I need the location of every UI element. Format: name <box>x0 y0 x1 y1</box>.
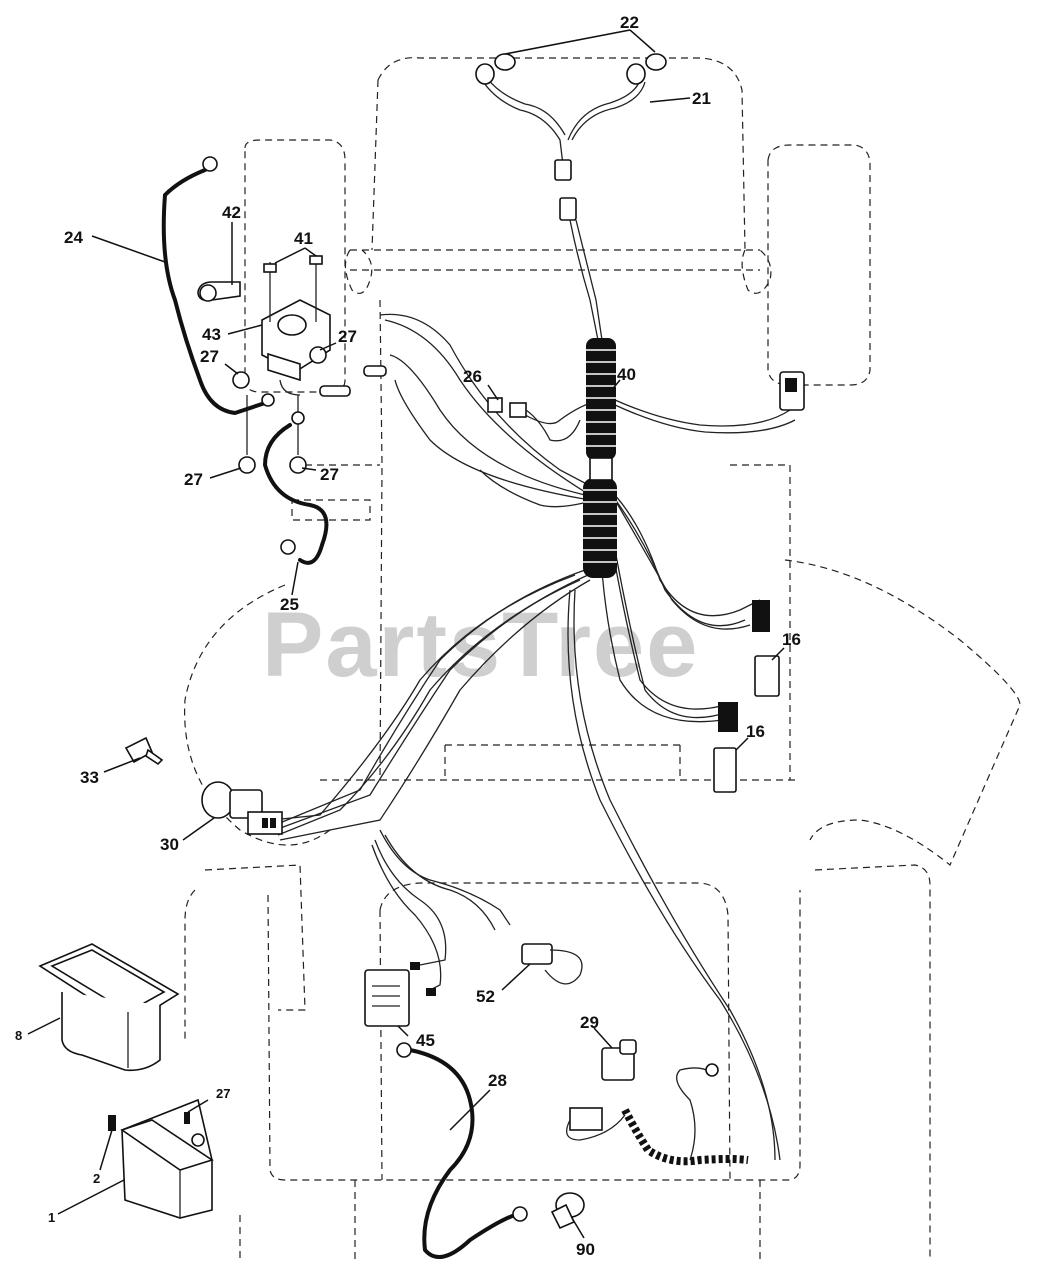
switch-29 <box>601 1047 635 1081</box>
nut-27d <box>289 456 307 474</box>
callout-22: 22 <box>620 13 639 32</box>
seat-switch-connectors <box>713 600 780 793</box>
cable-28-terminal-bottom <box>512 1206 528 1222</box>
tractor-outline <box>184 57 1021 1260</box>
nut-27c <box>238 456 256 474</box>
pto-switch <box>566 1039 749 1166</box>
harness-headlight-connector <box>559 197 577 221</box>
nut-27a <box>309 346 327 364</box>
nut-27b <box>232 371 250 389</box>
callout-27-solenoid: 27 <box>338 327 357 346</box>
battery <box>108 1098 214 1219</box>
callout-1: 1 <box>48 1210 55 1225</box>
callout-27-left-nut: 27 <box>200 347 219 366</box>
callout-24: 24 <box>64 228 83 247</box>
battery-cables <box>161 156 329 565</box>
callout-26: 26 <box>463 367 482 386</box>
headlight-harness <box>475 53 667 221</box>
leader-lines <box>27 29 785 1239</box>
callout-90: 90 <box>576 1240 595 1259</box>
boot-90 <box>550 1192 585 1230</box>
callout-25: 25 <box>280 595 299 614</box>
callout-27-lower-right: 27 <box>320 465 339 484</box>
callout-16-lower: 16 <box>746 722 765 741</box>
pto-connector <box>779 371 805 411</box>
cable-28-terminal-top <box>396 1042 412 1058</box>
callout-28: 28 <box>488 1071 507 1090</box>
solenoid-assembly <box>197 255 387 474</box>
callout-40: 40 <box>617 365 636 384</box>
headlight-bulb-left <box>475 63 495 85</box>
headlight-connector <box>554 159 572 181</box>
callout-45: 45 <box>416 1031 435 1050</box>
callout-29: 29 <box>580 1013 599 1032</box>
bolt-2 <box>108 1115 116 1131</box>
connector-16-lower <box>713 747 737 793</box>
harness-conduit <box>583 338 617 578</box>
callout-33: 33 <box>80 768 99 787</box>
module-45-body <box>364 969 410 1027</box>
callout-52: 52 <box>476 987 495 1006</box>
fuse-52 <box>521 943 583 985</box>
callout-30: 30 <box>160 835 179 854</box>
headlight-bulb-right <box>626 63 646 85</box>
cable-25-terminal <box>280 539 296 555</box>
callout-27-battery: 27 <box>216 1086 230 1101</box>
cable-24-terminal <box>202 156 218 172</box>
switch-29-connector <box>569 1107 603 1131</box>
callout-42: 42 <box>222 203 241 222</box>
callout-41: 41 <box>294 229 313 248</box>
connector-16-upper <box>754 655 780 697</box>
callout-21: 21 <box>692 89 711 108</box>
nut-27e <box>184 1112 190 1124</box>
callout-2: 2 <box>93 1171 100 1186</box>
ignition-parts <box>124 736 283 835</box>
callout-8: 8 <box>15 1028 22 1043</box>
callout-43: 43 <box>202 325 221 344</box>
callout-27-lower-left: 27 <box>184 470 203 489</box>
connector-26 <box>487 397 581 442</box>
module-45 <box>364 962 528 1260</box>
headlight-socket-right <box>645 53 667 71</box>
headlight-socket-left <box>494 53 516 71</box>
callouts: 22 21 24 42 41 43 27 27 27 27 25 26 40 1… <box>15 13 801 1259</box>
callout-16-upper: 16 <box>782 630 801 649</box>
battery-box <box>38 943 180 1072</box>
main-harness-wires <box>271 219 796 1161</box>
